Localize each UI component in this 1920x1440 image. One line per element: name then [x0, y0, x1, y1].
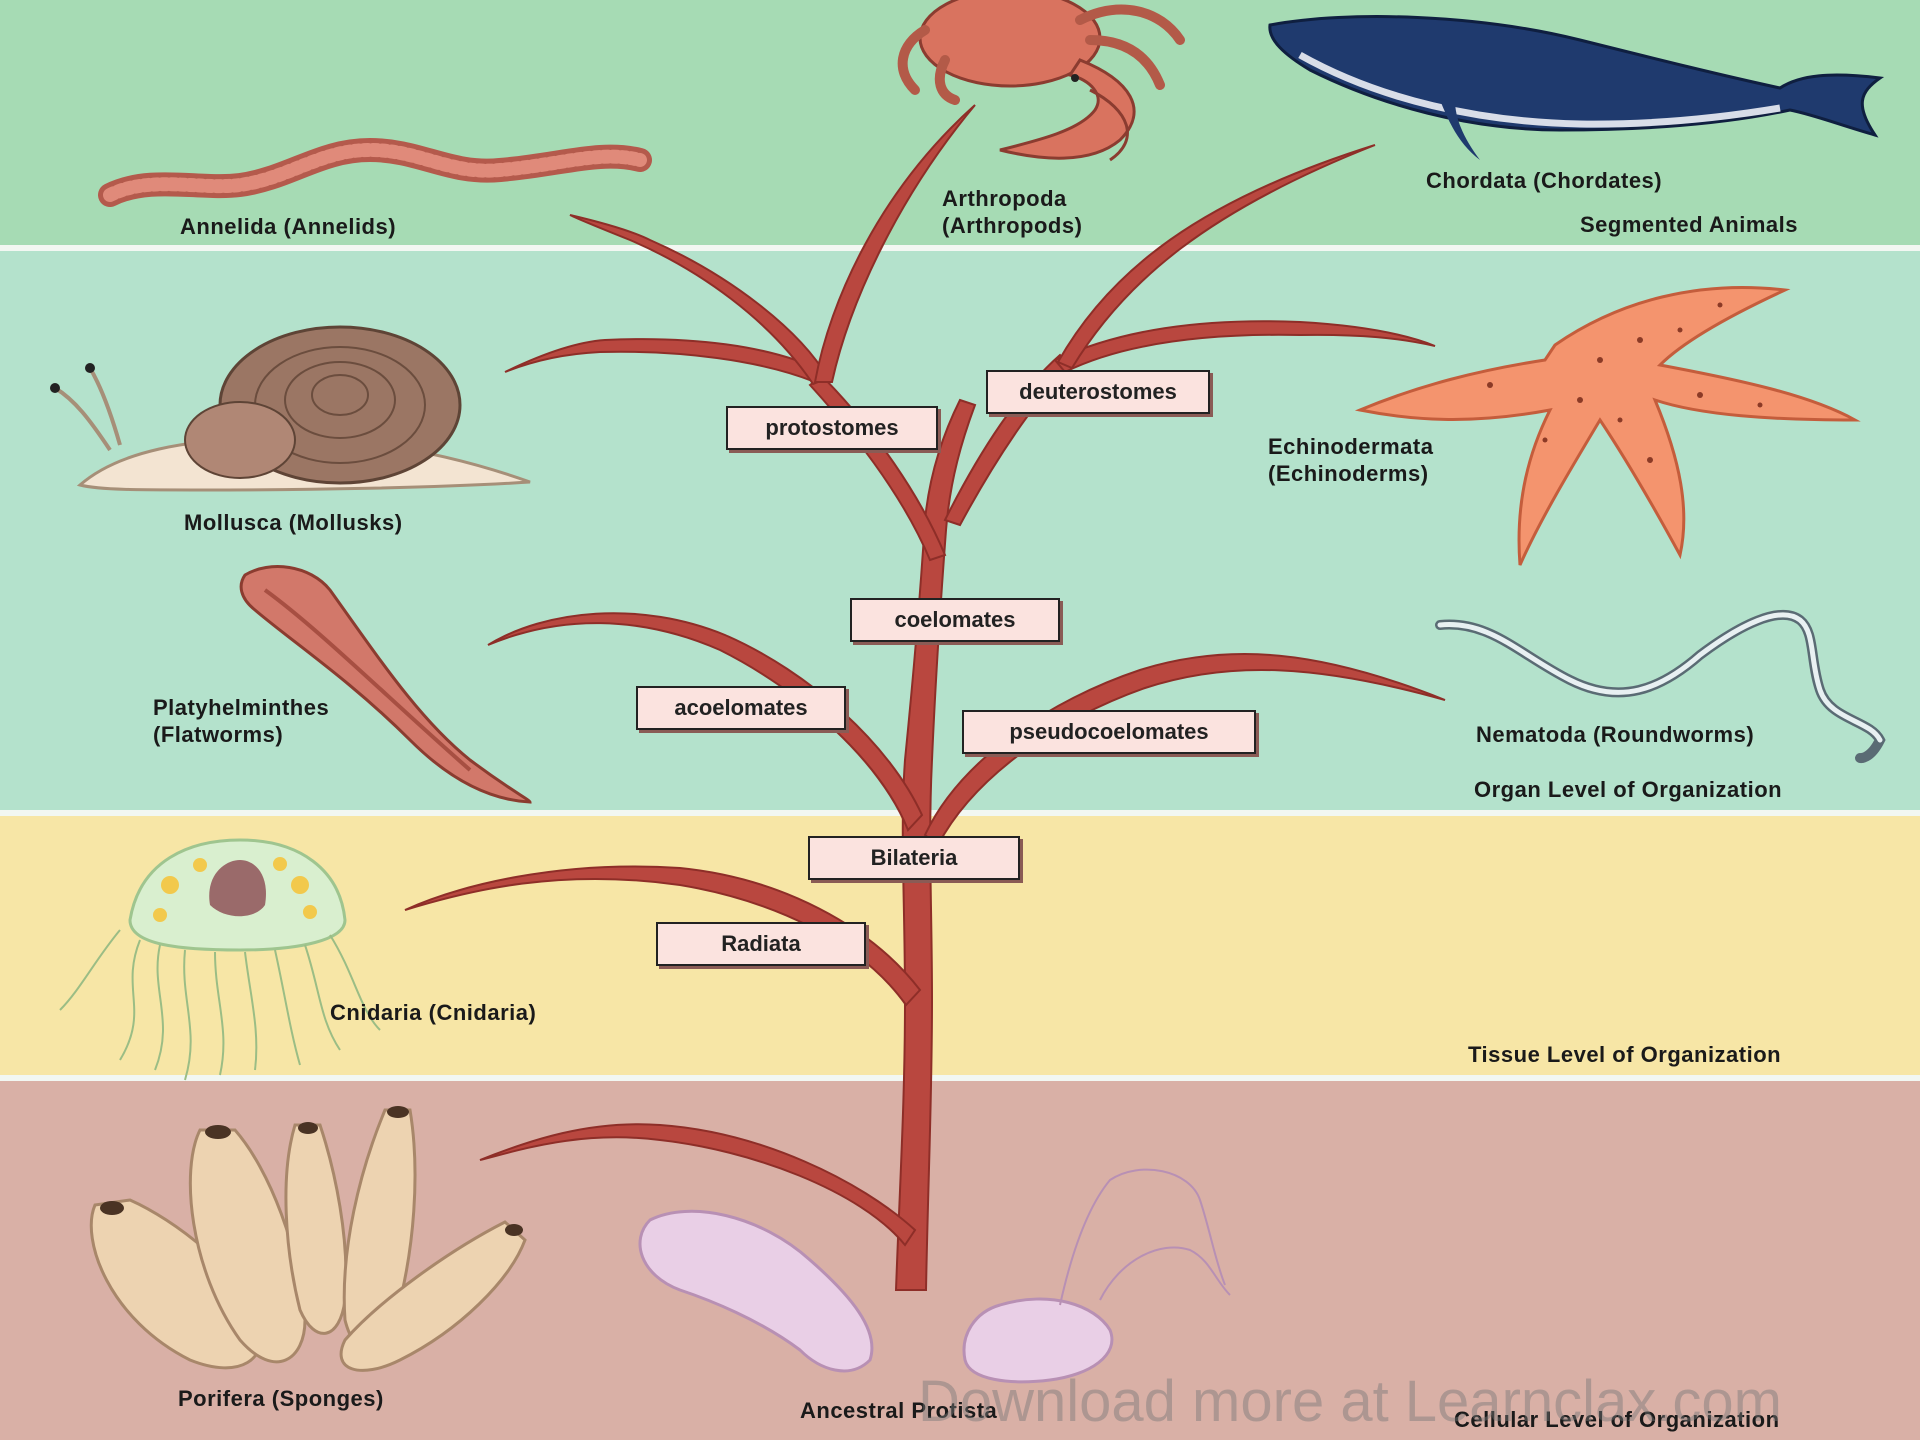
label-echinodermata: Echinodermata (Echinoderms): [1268, 433, 1433, 487]
level-organ: Organ Level of Organization: [1474, 777, 1782, 803]
starfish-image: [1360, 287, 1855, 565]
snail-image: [50, 327, 530, 490]
label-annelida: Annelida (Annelids): [180, 214, 396, 240]
clade-bilateria: Bilateria: [808, 836, 1020, 880]
annelid-worm-image: [110, 150, 640, 195]
branch-mollusca: [505, 339, 825, 382]
clade-pseudocoelomates: pseudocoelomates: [962, 710, 1256, 754]
label-chordata: Chordata (Chordates): [1426, 168, 1662, 194]
clade-acoelomates: acoelomates: [636, 686, 846, 730]
clade-coelomates: coelomates: [850, 598, 1060, 642]
whale-image: [1270, 17, 1880, 160]
protist-image: [640, 1170, 1230, 1382]
label-arthropoda: Arthropoda (Arthropods): [942, 185, 1082, 239]
level-tissue: Tissue Level of Organization: [1468, 1042, 1781, 1068]
label-cnidaria: Cnidaria (Cnidaria): [330, 1000, 536, 1026]
phylogenetic-tree: [405, 105, 1445, 1290]
label-platyhelminthes: Platyhelminthes (Flatworms): [153, 694, 329, 748]
branch-arthropoda: [815, 105, 975, 382]
level-segmented: Segmented Animals: [1580, 212, 1798, 238]
label-nematoda: Nematoda (Roundworms): [1476, 722, 1754, 748]
branch-protostomes: [810, 376, 945, 560]
sponge-image: [91, 1106, 525, 1370]
flatworm-image: [241, 567, 530, 802]
clade-protostomes: protostomes: [726, 406, 938, 450]
branch-echinodermata: [1055, 321, 1435, 372]
clade-deuterostomes: deuterostomes: [986, 370, 1210, 414]
clade-radiata: Radiata: [656, 922, 866, 966]
label-porifera: Porifera (Sponges): [178, 1386, 384, 1412]
watermark: Download more at Learnclax.com: [918, 1368, 1782, 1435]
jellyfish-image: [60, 840, 380, 1080]
label-mollusca: Mollusca (Mollusks): [184, 510, 403, 536]
